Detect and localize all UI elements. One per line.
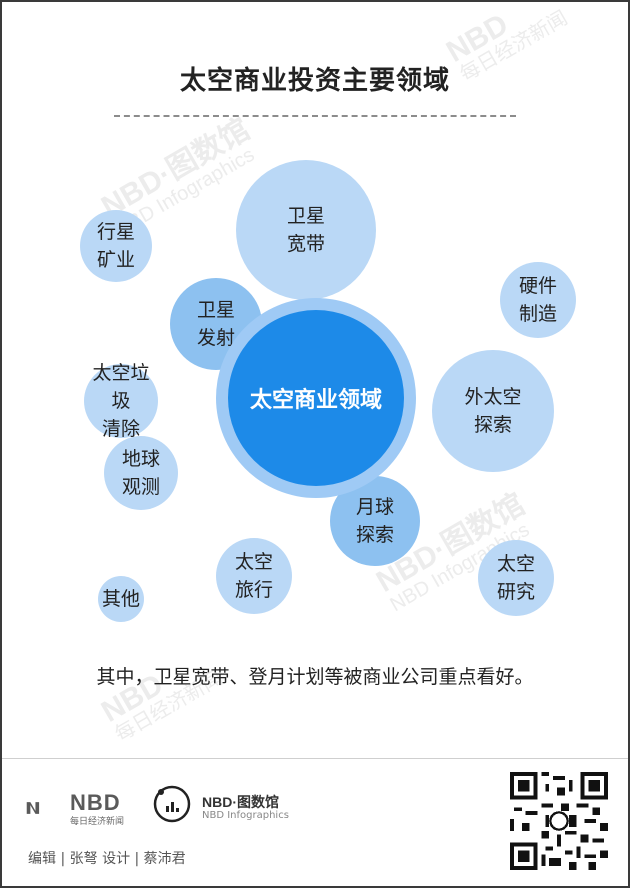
title-divider <box>114 115 516 117</box>
infographics-logo-sub: NBD Infographics <box>202 810 289 821</box>
node-earth-observation: 地球 观测 <box>104 436 178 510</box>
credit-line: 编辑 | 张弩 设计 | 蔡沛君 <box>28 851 186 867</box>
node-deep-space-exploration: 外太空 探索 <box>432 350 554 472</box>
qr-code-icon[interactable] <box>510 772 608 870</box>
nbd-logo-text: NBD <box>70 790 121 815</box>
node-space-tourism: 太空 旅行 <box>216 538 292 614</box>
infographics-logo-text: NBD·图数馆 <box>202 794 279 810</box>
node-asteroid-mining: 行星 矿业 <box>80 210 152 282</box>
summary-note: 其中，卫星宽带、登月计划等被商业公司重点看好。 <box>96 666 534 688</box>
footer-divider <box>2 758 628 759</box>
node-other: 其他 <box>98 576 144 622</box>
nbd-logo-icon <box>26 802 40 814</box>
nbd-logo-sub: 每日经济新闻 <box>70 817 125 827</box>
node-satellite-broadband: 卫星 宽带 <box>236 160 376 300</box>
node-hardware-manufacturing: 硬件 制造 <box>500 262 576 338</box>
infographics-logo-icon <box>153 785 191 823</box>
node-space-research: 太空 研究 <box>478 540 554 616</box>
watermark: NBD 每日经济新闻 <box>96 667 227 747</box>
page-title: 太空商业投资主要领域 <box>179 66 450 96</box>
node-space-debris-removal: 太空垃圾 清除 <box>84 362 158 440</box>
center-node: 太空商业领域 <box>228 310 404 486</box>
